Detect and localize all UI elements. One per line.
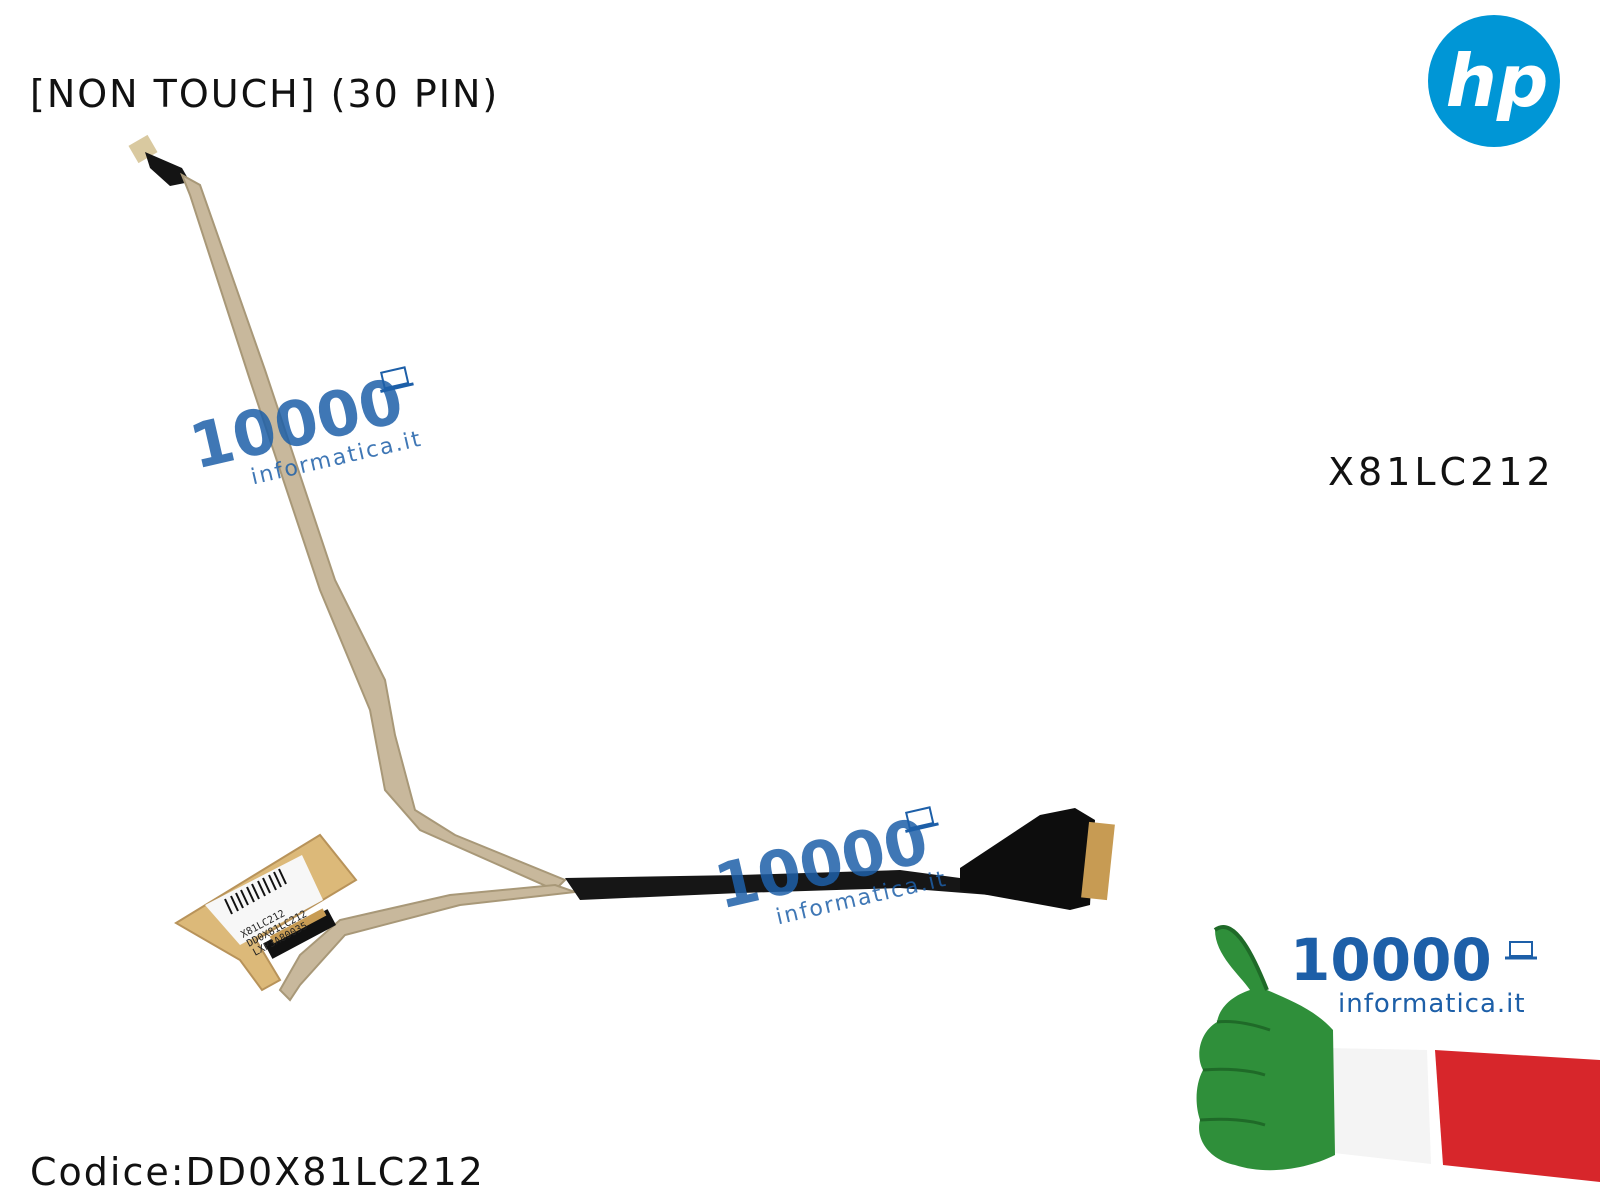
connector-board xyxy=(174,833,358,992)
italy-thumbs-up-badge: 10000 informatica.it xyxy=(1196,925,1600,1182)
flex-cable-lower xyxy=(278,883,576,1002)
watermark-logo: 10000 informatica.it xyxy=(183,364,425,490)
flex-cable-upper xyxy=(180,172,567,892)
top-connector xyxy=(128,134,190,186)
part-number-label: X81LC212 xyxy=(1328,450,1555,494)
lcd-connector xyxy=(960,808,1095,910)
black-jacket xyxy=(565,870,990,900)
watermark-logo: 10000 informatica.it xyxy=(708,804,950,930)
product-code-label: Codice:DD0X81LC212 xyxy=(30,1150,485,1194)
title-label: [NON TOUCH] (30 PIN) xyxy=(30,72,500,116)
hp-logo: hp xyxy=(1428,15,1560,147)
hp-logo-text: hp xyxy=(1446,39,1549,123)
badge-logo-number: 10000 xyxy=(1290,926,1492,994)
badge-logo-domain: informatica.it xyxy=(1338,989,1526,1019)
